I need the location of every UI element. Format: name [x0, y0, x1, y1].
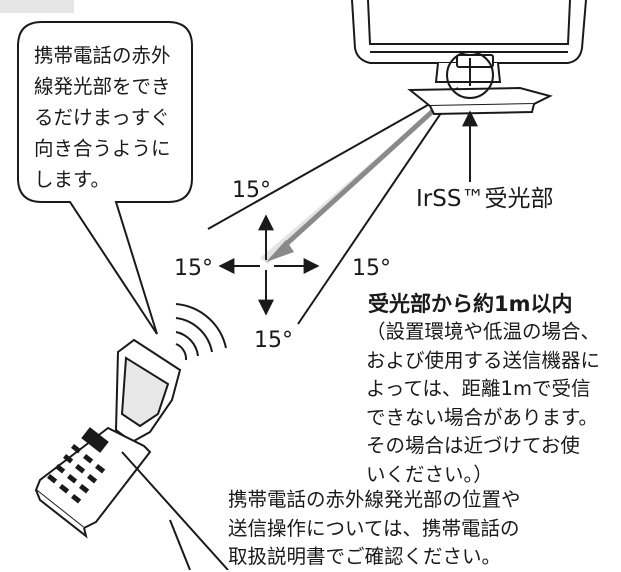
- note-line: よっては、距離1mで受信: [366, 377, 591, 401]
- footer-line: 携帯電話の赤外線発光部の位置や: [228, 488, 521, 511]
- ir-beam: [260, 88, 458, 264]
- angle-label-bottom: 15°: [254, 328, 293, 353]
- callout-line-left: [169, 519, 191, 570]
- note-line: （設置環境や低温の場合、: [366, 320, 601, 343]
- footer-text: 携帯電話の赤外線発光部の位置や 送信操作については、携帯電話の 取扱説明書でご確…: [228, 486, 521, 572]
- note-line: および使用する送信機器に: [366, 348, 601, 372]
- footer-line: 取扱説明書でご確認ください。: [228, 545, 502, 568]
- callout-line-right: [121, 451, 229, 570]
- note-line: できない場合があります。: [366, 405, 599, 429]
- range-title: 受光部から約1m以内: [368, 292, 573, 316]
- signal-waves-icon: [175, 303, 227, 361]
- footer-line: 送信操作については、携帯電話の: [228, 516, 520, 540]
- note-line: その場合は近づけてお使: [366, 434, 580, 458]
- bubble-line: します。: [34, 168, 111, 191]
- speech-bubble: [17, 21, 193, 335]
- angle-line-upper: [207, 87, 459, 230]
- note-line: いください。）: [366, 462, 493, 486]
- bubble-text: 携帯電話の赤外 線発光部をでき るだけまっすぐ 向き合うように します。: [34, 40, 171, 195]
- mobile-phone-icon: [34, 338, 182, 539]
- angle-line-lower: [297, 87, 459, 325]
- corner-tab: [0, 0, 74, 13]
- angle-label-left: 15°: [174, 256, 213, 281]
- bubble-line: 向き合うように: [34, 137, 171, 160]
- beam-arrowhead: [266, 240, 294, 262]
- angle-label-top: 15°: [232, 178, 271, 203]
- bubble-line: 携帯電話の赤外: [34, 44, 171, 67]
- direction-cross-icon: [218, 214, 320, 316]
- bubble-line: るだけまっすぐ: [34, 106, 170, 129]
- tv-icon: [351, 0, 587, 116]
- sensor-label: IrSS™受光部: [416, 186, 554, 212]
- angle-label-right: 15°: [352, 256, 391, 281]
- range-notes: （設置環境や低温の場合、 および使用する送信機器に よっては、距離1mで受信 で…: [366, 318, 600, 490]
- bubble-line: 線発光部をでき: [34, 75, 171, 98]
